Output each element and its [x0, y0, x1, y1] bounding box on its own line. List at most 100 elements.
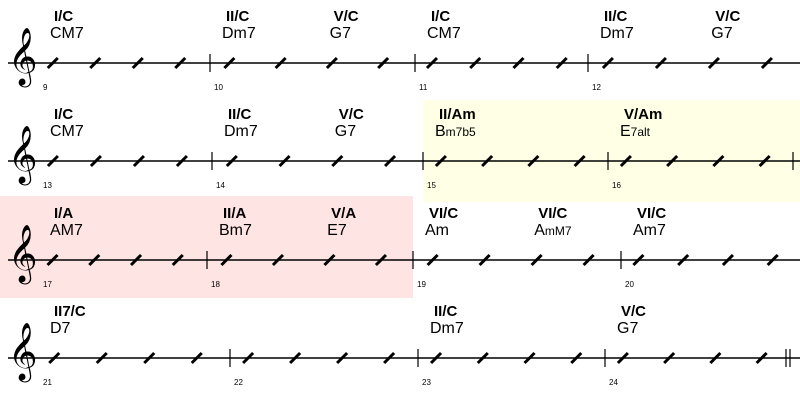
chord-function: I/C	[431, 8, 451, 25]
beat-slash	[336, 351, 349, 365]
treble-clef-icon: 𝄞	[8, 125, 38, 183]
beat-slash	[48, 351, 61, 365]
beat-slash	[758, 154, 771, 168]
chord-name: AmM7	[534, 222, 571, 240]
beat-slash	[95, 351, 108, 365]
beat-slash	[666, 154, 679, 168]
chord-name: D7	[50, 320, 70, 338]
chord-root: CM7	[50, 123, 84, 140]
measure-number: 11	[419, 83, 428, 92]
chord-name: AM7	[50, 222, 83, 240]
chord-function: II/A	[223, 205, 247, 222]
chord-function: V/C	[338, 106, 364, 123]
chord-name: CM7	[50, 123, 84, 141]
beat-slash	[755, 351, 768, 365]
chord-function: V/A	[331, 205, 357, 222]
beat-slash	[131, 56, 144, 70]
beat-slash	[89, 56, 102, 70]
measure-number: 10	[214, 83, 223, 92]
chord-root: D7	[50, 320, 71, 337]
chord-name: Bm7	[219, 222, 252, 240]
beat-slash	[527, 154, 540, 168]
beat-slash	[573, 154, 586, 168]
beat-slash	[632, 253, 645, 267]
chord-root: Dm7	[430, 320, 464, 337]
chord-function: I/C	[54, 106, 74, 123]
chord-root: Dm7	[222, 25, 256, 42]
beat-slash	[274, 56, 287, 70]
treble-clef-icon: 𝄞	[8, 322, 38, 380]
highlight-yellow	[423, 100, 800, 202]
beat-slash	[220, 253, 233, 267]
beat-slash	[429, 351, 443, 365]
beat-slash	[143, 351, 156, 365]
chord-name: E7	[327, 222, 347, 240]
measure-number: 24	[609, 378, 618, 387]
beat-slash	[289, 351, 302, 365]
chord-name: Dm7	[224, 123, 258, 141]
beat-slash	[619, 154, 632, 168]
chord-suffix: m7b5	[445, 125, 476, 139]
chord-function: VI/C	[429, 205, 459, 222]
beat-slash	[709, 351, 722, 365]
treble-clef-icon: 𝄞	[8, 27, 38, 85]
beat-slash	[523, 351, 536, 365]
chord-function: II/Am	[439, 106, 476, 123]
measure-number: 18	[211, 280, 220, 289]
chord-name: Dm7	[430, 320, 464, 338]
beat-slash	[760, 56, 773, 70]
chord-name: G7	[617, 320, 638, 338]
measure-number: 20	[625, 280, 634, 289]
chord-root: Dm7	[224, 123, 258, 140]
beat-slash	[190, 351, 203, 365]
measure-number: 17	[43, 280, 52, 289]
measure-number: 14	[216, 181, 225, 190]
chord-root: AM7	[50, 222, 83, 239]
beat-slash	[481, 154, 494, 168]
chord-root: G7	[329, 25, 351, 42]
measure-number: 23	[422, 378, 431, 387]
chord-root: Am	[425, 222, 449, 239]
beat-slash	[677, 253, 690, 267]
chord-suffix: 7alt	[630, 125, 651, 139]
beat-slash	[570, 351, 583, 365]
chord-root: Am7	[633, 222, 666, 239]
chord-name: CM7	[50, 25, 84, 43]
beat-slash	[707, 56, 720, 70]
chord-root: A	[534, 222, 545, 239]
treble-clef-icon: 𝄞	[8, 224, 38, 282]
chord-function: V/C	[715, 8, 741, 25]
beat-slash	[171, 253, 184, 267]
beat-slash	[175, 154, 188, 168]
chord-function: II/C	[226, 8, 250, 25]
beat-slash	[225, 154, 238, 168]
beat-slash	[129, 253, 143, 267]
beat-slash	[601, 56, 614, 70]
beat-slash	[712, 154, 725, 168]
beat-slash	[478, 253, 491, 267]
chord-function: I/C	[54, 8, 74, 25]
chord-suffix: mM7	[544, 224, 572, 238]
chord-name: Dm7	[222, 25, 256, 43]
beat-slash	[434, 154, 447, 168]
beat-slash	[132, 154, 145, 168]
beat-slash	[325, 56, 338, 70]
beat-slash	[89, 154, 102, 168]
chord-root: G7	[617, 320, 639, 337]
chord-name: G7	[335, 123, 356, 141]
chord-function: VI/C	[637, 205, 667, 222]
chord-root: E7	[327, 222, 347, 239]
chord-name: Am7	[633, 222, 666, 240]
beat-slash	[425, 56, 439, 70]
chord-function: II7/C	[54, 303, 86, 320]
beat-slash	[174, 56, 187, 70]
beat-slash	[383, 351, 396, 365]
chord-root: B	[435, 123, 446, 140]
chord-name: CM7	[427, 25, 461, 43]
chord-function: I/A	[54, 205, 74, 222]
chord-function: II/C	[604, 8, 628, 25]
chord-root: E	[620, 123, 631, 140]
beat-slash	[278, 154, 291, 168]
beat-slash	[271, 253, 285, 267]
beat-slash	[582, 253, 595, 267]
